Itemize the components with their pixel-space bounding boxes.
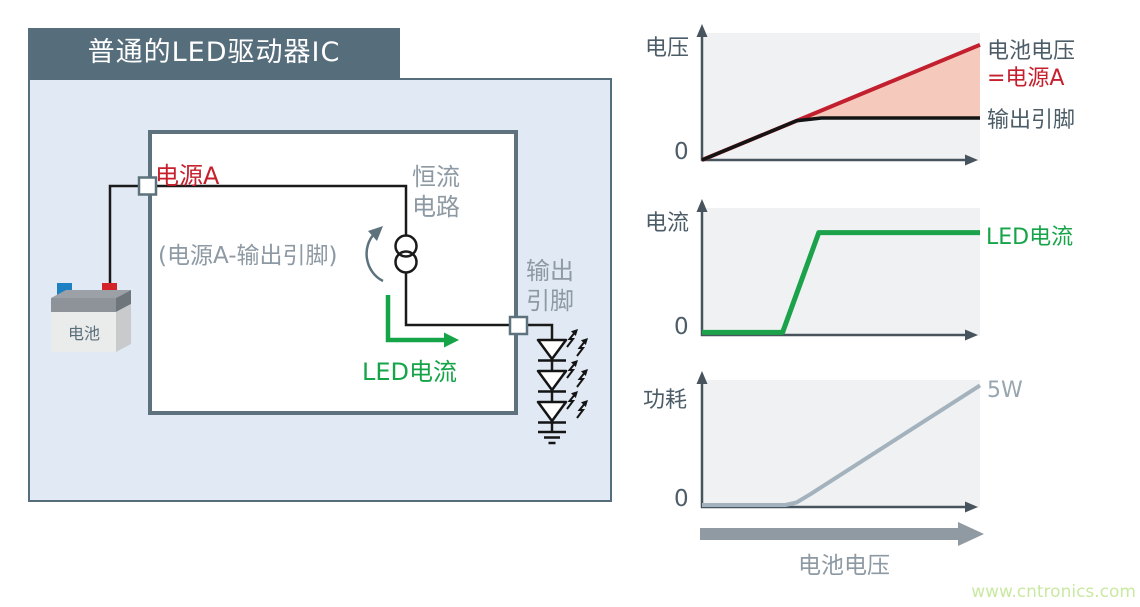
voltage-axis-label: 电压 [645, 36, 690, 61]
battery-voltage-sweep-label: 电池电压 [798, 553, 890, 579]
output-pin-legend: 输出引脚 [987, 108, 1076, 133]
power-axis-label: 功耗 [643, 388, 688, 413]
output-pin-label: 输出 引脚 [526, 257, 574, 315]
light-rays-icon [566, 328, 589, 419]
current-chart [696, 199, 980, 341]
supply-pin [137, 176, 158, 196]
five-watt-legend: 5W [987, 378, 1023, 403]
current-chart-plot [696, 199, 980, 341]
battery-wire [108, 184, 139, 283]
supply-a-label: 电源A [155, 162, 220, 190]
voltage-chart-plot [696, 24, 981, 166]
battery-voltage-arrow-icon [700, 522, 984, 546]
supply-wire [157, 184, 408, 236]
equals-supply-a-legend: =电源A [987, 66, 1065, 91]
diagram-title: 普通的LED驱动器IC [28, 28, 400, 78]
battery-voltage-legend: 电池电压 [987, 39, 1076, 64]
output-pin [508, 315, 529, 336]
led-current-legend: LED电流 [986, 225, 1074, 250]
power-chart-plot [696, 371, 982, 513]
ground-icon [538, 430, 566, 445]
led-current-arrow-icon [385, 295, 459, 348]
voltage-chart [696, 24, 981, 166]
circuit-schematic [51, 176, 589, 445]
driver-ic-box [148, 130, 518, 415]
axes [696, 371, 978, 513]
led-current-line [702, 230, 980, 335]
current-axis-label: 电流 [645, 211, 690, 236]
voltage-drop-label: (电源A-输出引脚) [158, 243, 338, 269]
led-string-icon [536, 338, 568, 424]
constant-current-label: 恒流 电路 [412, 163, 460, 221]
voltage-origin-label: 0 [674, 139, 689, 165]
battery-icon [51, 283, 131, 352]
watermark: www.cntronics.com [971, 582, 1136, 602]
led-wire [527, 323, 554, 432]
output-pin-voltage-line [701, 116, 980, 162]
current-source-icon [394, 234, 418, 274]
led-current-label: LED电流 [362, 358, 458, 386]
axes [696, 199, 978, 341]
battery-label: 电池 [67, 324, 100, 343]
rotation-arrow-icon [365, 226, 384, 283]
power-chart [696, 371, 982, 513]
current-origin-label: 0 [674, 314, 689, 340]
output-wire [404, 272, 510, 327]
power-origin-label: 0 [674, 486, 689, 512]
power-dissipation-line [702, 383, 982, 507]
axes [696, 24, 978, 166]
